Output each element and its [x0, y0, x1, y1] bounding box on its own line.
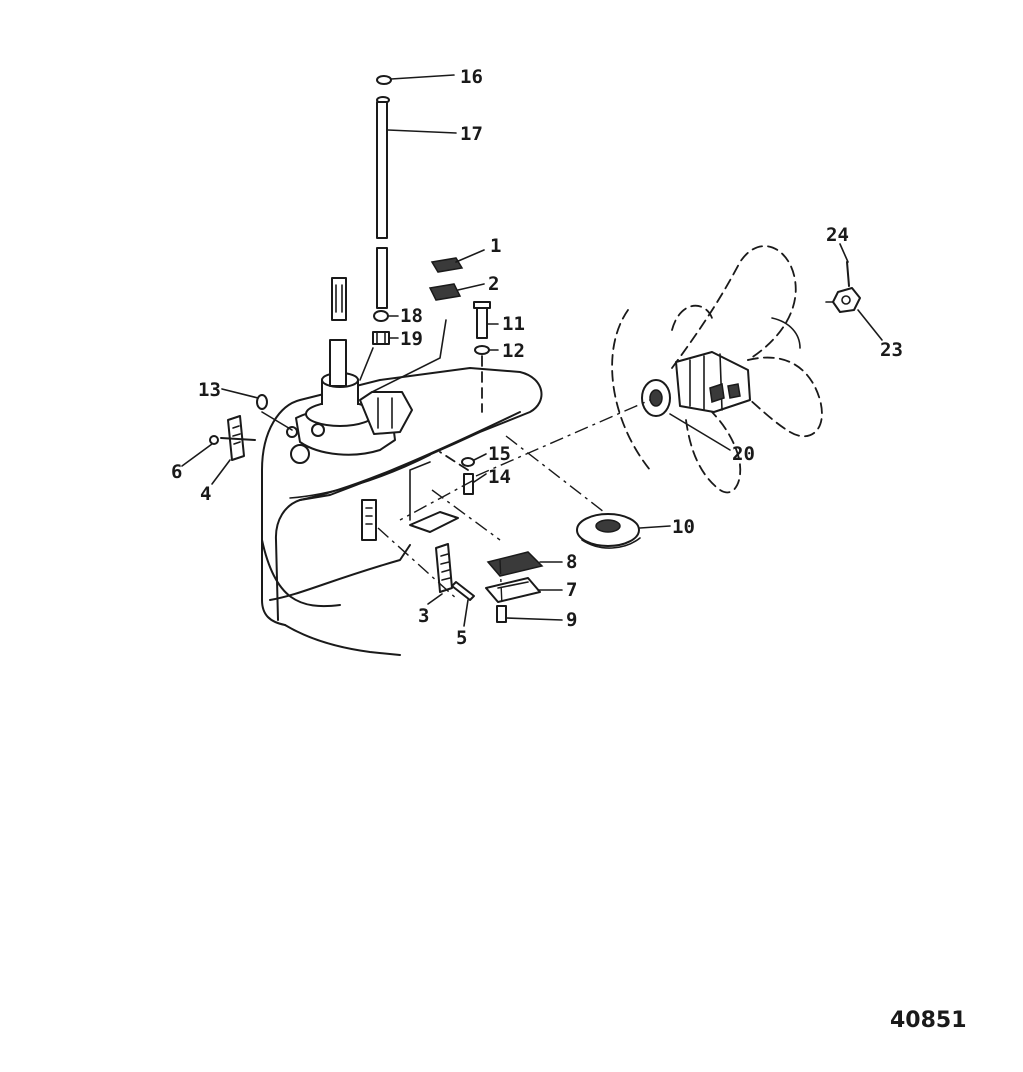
part-18-washer: [373, 310, 389, 322]
callout-20: 20: [732, 443, 755, 465]
callout-11: 11: [502, 313, 525, 335]
callout-19: 19: [400, 328, 423, 350]
part-2-anode: [428, 283, 462, 301]
part-12-washer: [474, 345, 490, 355]
drive-shaft-assembly: [359, 75, 447, 393]
callout-2: 2: [488, 273, 499, 295]
propeller: [611, 245, 823, 494]
callout-5: 5: [456, 627, 467, 649]
part-8-plate: [486, 551, 544, 577]
callout-3: 3: [418, 605, 429, 627]
callout-6: 6: [171, 461, 182, 483]
part-7-plate: [485, 577, 541, 603]
part-1-anode: [430, 257, 464, 273]
callout-7: 7: [566, 579, 577, 601]
callout-17: 17: [460, 123, 483, 145]
propeller-nut-assembly: [825, 261, 861, 313]
part-23-nut: [832, 287, 861, 313]
part-9-screw: [496, 605, 507, 623]
callout-12: 12: [502, 340, 525, 362]
part-14-screw: [463, 473, 474, 495]
leader-lines: [181, 74, 883, 627]
callout-23: 23: [880, 339, 903, 361]
callout-8: 8: [566, 551, 577, 573]
part-24-cotter-pin: [846, 261, 850, 287]
part-5-screw: [451, 581, 475, 601]
callout-4: 4: [200, 483, 211, 505]
callout-1: 1: [490, 235, 501, 257]
part-11-screw: [476, 307, 488, 339]
callout-labels: 16 17 1 2 11 12 18 19 13 6 4 15 14 8 7 9…: [171, 66, 903, 649]
figure-number: 40851: [890, 1008, 967, 1033]
callout-16: 16: [460, 66, 483, 88]
thrust-hub-assembly: [399, 379, 671, 549]
part-15-washer: [461, 457, 475, 467]
callout-18: 18: [400, 305, 423, 327]
part-17-shaft: [376, 101, 388, 239]
part-19-bushing: [372, 331, 390, 345]
part-6-screw: [209, 435, 219, 445]
gearcase-housing: [261, 277, 543, 656]
callout-24: 24: [826, 224, 849, 246]
callout-15: 15: [488, 443, 511, 465]
small-parts: [209, 257, 544, 623]
callout-13: 13: [198, 379, 221, 401]
part-13-plug: [256, 394, 268, 410]
callout-10: 10: [672, 516, 695, 538]
part-3-trim-tab: [435, 543, 453, 593]
callout-9: 9: [566, 609, 577, 631]
callout-14: 14: [488, 466, 511, 488]
part-16-grommet: [376, 75, 392, 85]
